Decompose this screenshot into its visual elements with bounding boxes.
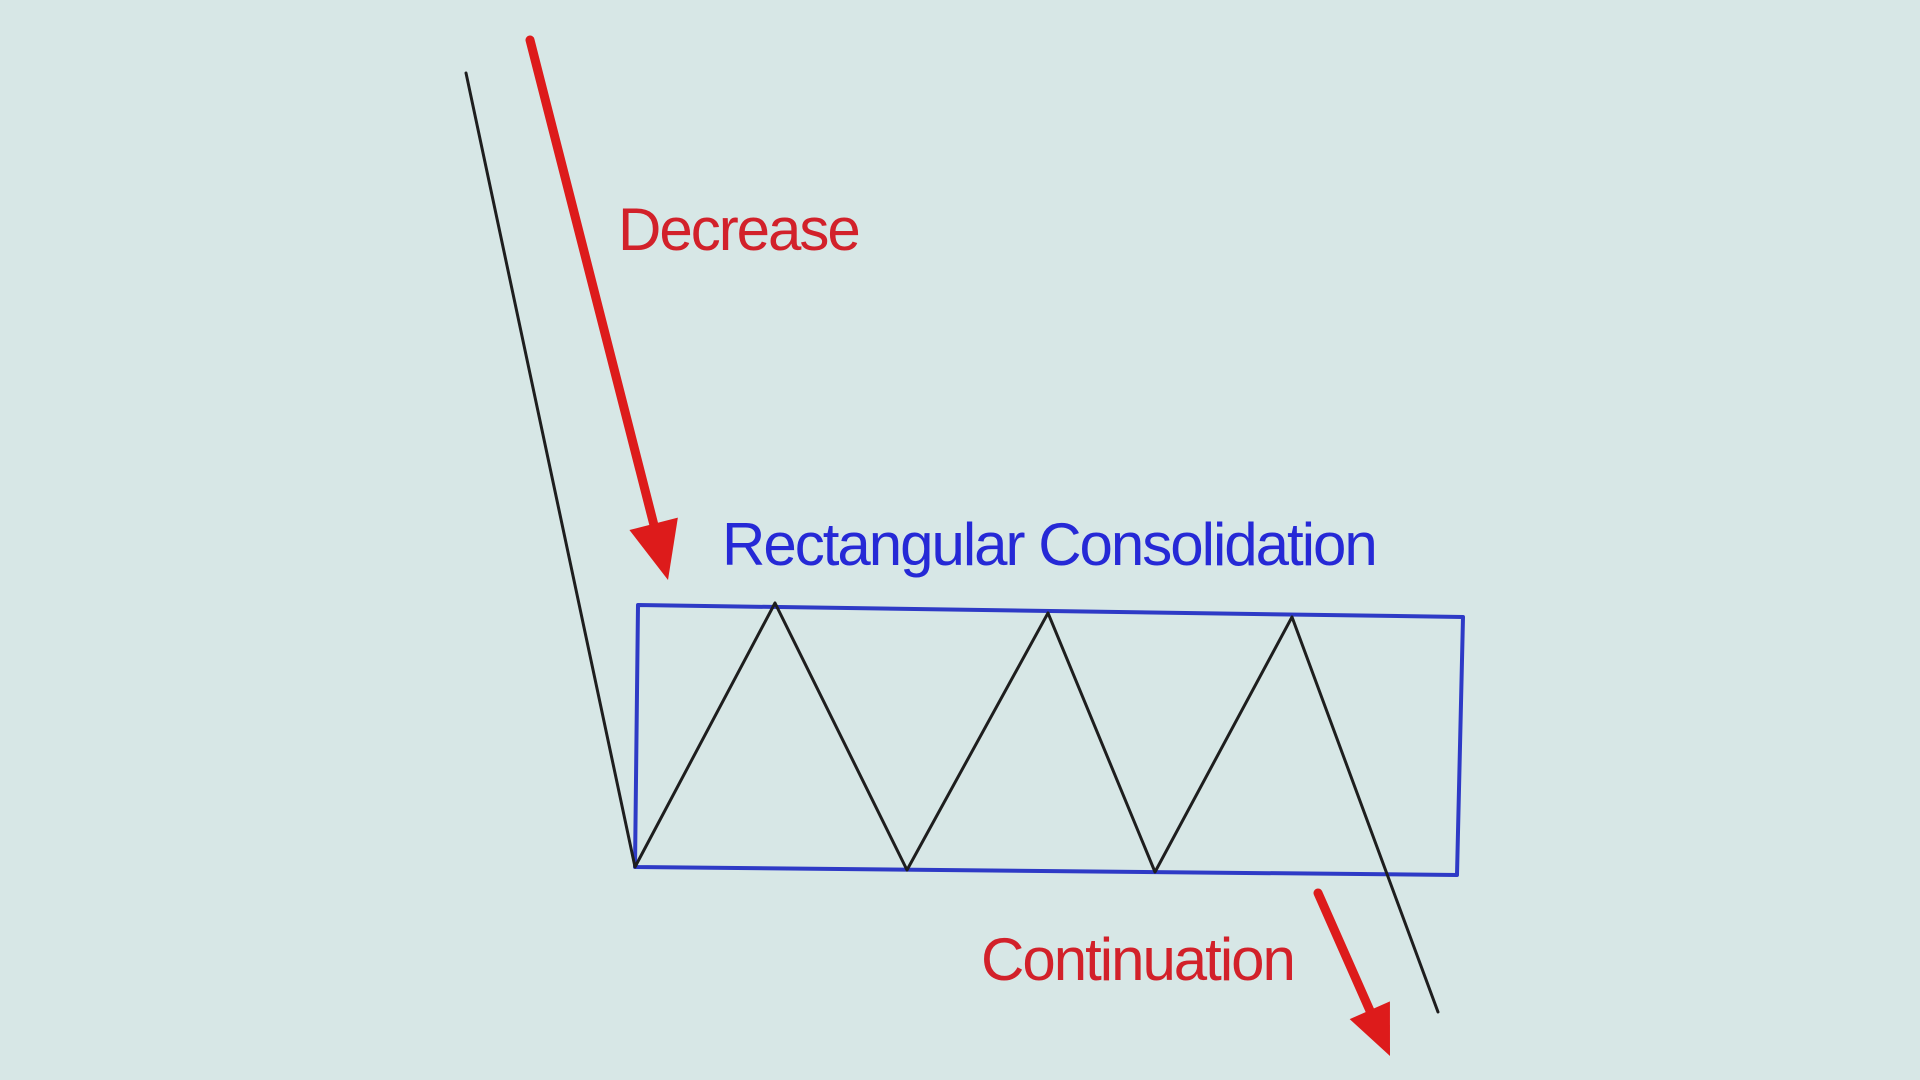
price-path-line [464, 71, 1440, 1014]
continuation-arrow-shaft [1313, 888, 1376, 1019]
continuation-arrow-head [1349, 1001, 1390, 1056]
continuation-label: Continuation [981, 926, 1296, 993]
decrease-arrow-head [629, 517, 678, 580]
decrease-arrow-shaft [525, 35, 660, 533]
decrease-label: Decrease [618, 196, 861, 263]
consolidation-rectangle [633, 603, 1465, 877]
rectangular-consolidation-label: Rectangular Consolidation [722, 511, 1378, 578]
